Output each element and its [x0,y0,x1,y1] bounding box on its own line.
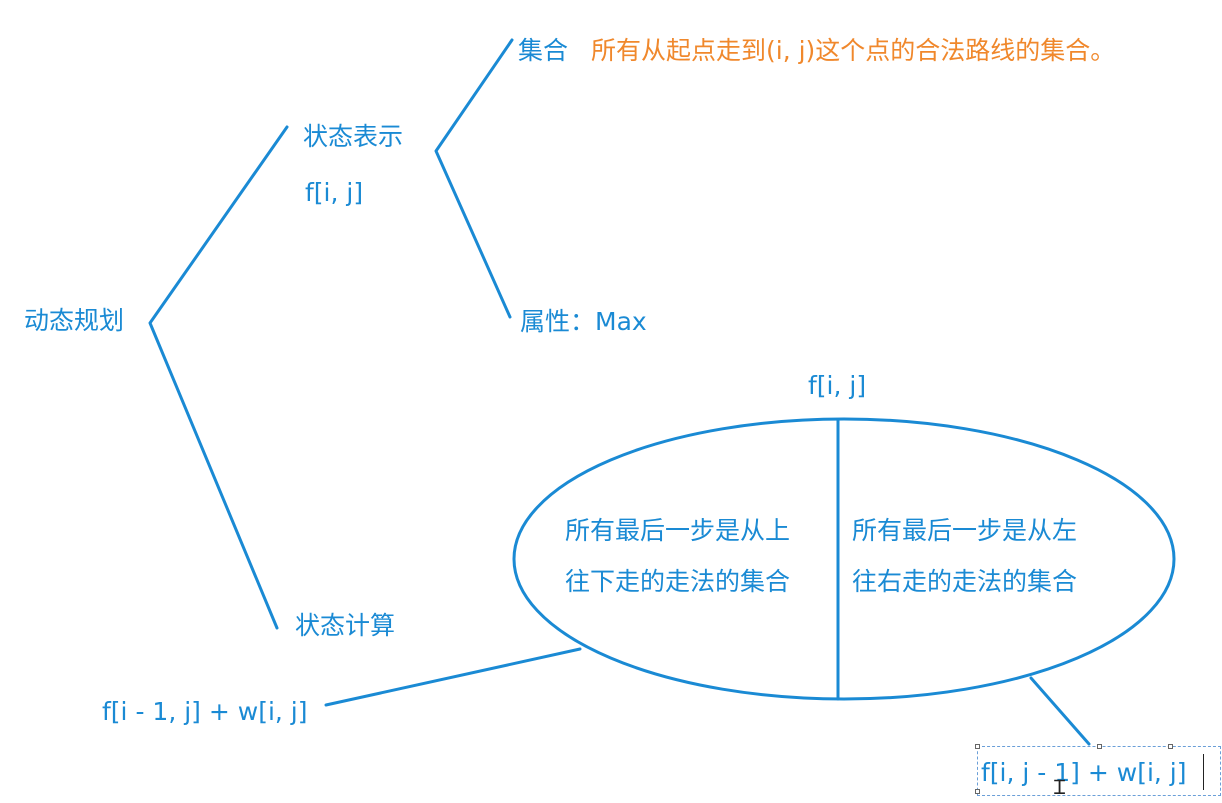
state-representation-label: 状态表示 [303,122,404,151]
right-part-line2: 往右走的走法的集合 [852,567,1078,596]
state-notation: f[i, j] [305,178,364,207]
ellipse-title: f[i, j] [808,371,867,400]
right-formula-connector [1029,676,1091,746]
text-caret [1203,754,1204,790]
textbox-handle-top-left[interactable] [975,744,980,749]
textbox-handle-bottom-left[interactable] [975,789,980,794]
representation-branch-connector [434,38,514,319]
root-label: 动态规划 [24,306,125,335]
left-formula: f[i - 1, j] + w[i, j] [102,697,308,726]
textbox-handle-top-right[interactable] [1168,744,1173,749]
computation-ellipse [512,417,1176,701]
left-formula-connector [324,647,582,707]
textbox-handle-top-middle[interactable] [1097,744,1102,749]
set-label: 集合 [518,36,569,65]
right-formula[interactable]: f[i, j - 1] + w[i, j] [981,758,1187,787]
right-part-line1: 所有最后一步是从左 [852,516,1078,545]
attribute-label: 属性：Max [520,307,647,336]
i-beam-cursor-icon: Ɪ [1054,775,1066,799]
left-part-line2: 往下走的走法的集合 [565,567,791,596]
set-description: 所有从起点走到(i, j)这个点的合法路线的集合。 [591,36,1116,65]
root-branch-connector [148,125,289,630]
state-computation-label: 状态计算 [295,611,396,640]
left-part-line1: 所有最后一步是从上 [565,516,791,545]
